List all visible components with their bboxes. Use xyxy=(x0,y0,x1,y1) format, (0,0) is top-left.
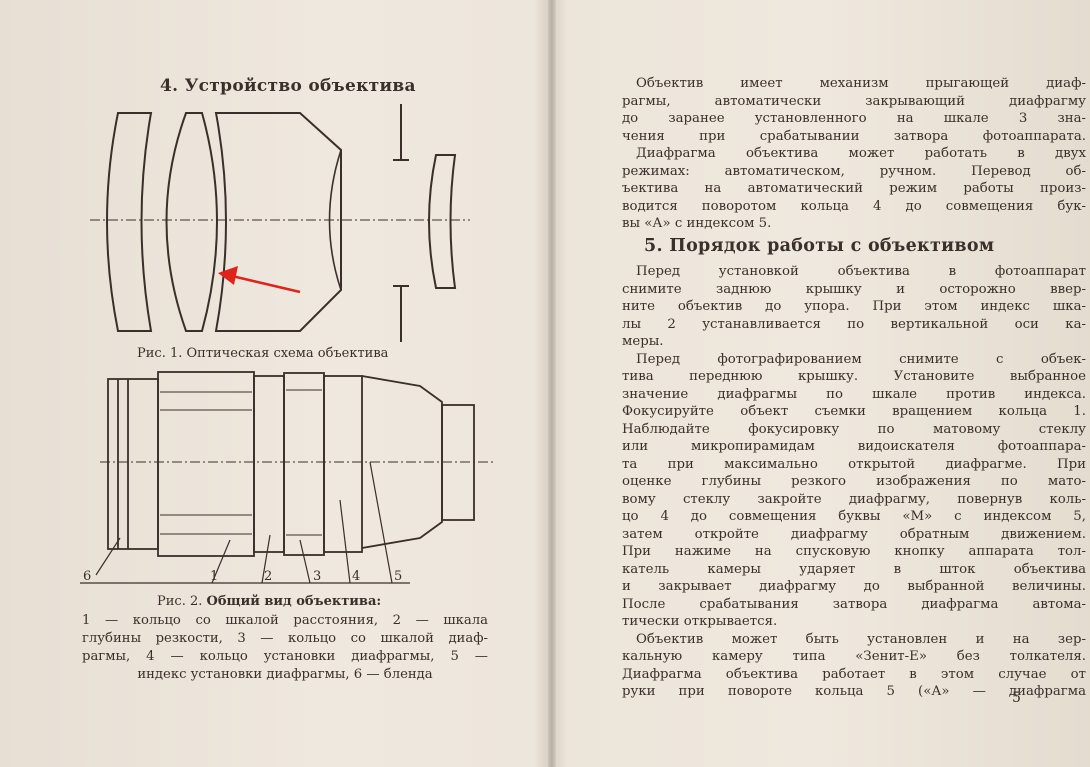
callout-1: 1 xyxy=(210,569,218,584)
setting-ring-shape xyxy=(323,375,363,553)
text-line: водится поворотом кольца 4 до совмещения… xyxy=(622,198,1086,214)
text-line: Диафрагма объектива работает в этом случ… xyxy=(622,666,1086,682)
text-line: Диафрагма объектива может работать в дву… xyxy=(636,146,1086,161)
text-line: руки при повороте кольца 5 («А» — диафра… xyxy=(622,684,1086,699)
text-line: чения при срабатывании затвора фотоаппар… xyxy=(622,128,1086,144)
book-gutter xyxy=(548,0,556,767)
text-line: Объектив может быть установлен и на зер- xyxy=(636,631,1086,647)
text-line: оценке глубины резкого изображения по ма… xyxy=(622,474,1086,489)
text-line: снимите заднюю крышку и осторожно ввер- xyxy=(622,281,1086,297)
text-line: до заранее установленного на шкале 3 зна… xyxy=(622,111,1086,126)
paragraph-2: Перед установкой объектива в фотоаппарат… xyxy=(622,263,1086,701)
aperture-ring-shape xyxy=(283,372,325,556)
callout-4: 4 xyxy=(352,569,360,584)
text-line: рагмы, автоматически закрывающий диафраг… xyxy=(622,93,1086,109)
text-line: или микропирамидам видоискателя фотоаппа… xyxy=(622,439,1086,454)
lens-element-2 xyxy=(165,112,218,332)
text-line: Объектив имеет механизм прыгающей диаф- xyxy=(636,76,1086,91)
text-line: цо 4 до совмещения буквы «М» с индексом … xyxy=(622,509,1086,524)
callout-3: 3 xyxy=(313,569,321,584)
text-line: ъектива на автоматический режим работы п… xyxy=(622,181,1086,196)
text-line: ните объектив до упора. При этом индекс … xyxy=(622,299,1086,314)
callout-5: 5 xyxy=(394,569,402,584)
left-page: 4. Устройство объектива xyxy=(80,76,495,684)
lens-general-view-figure: 6 1 2 3 4 5 xyxy=(80,371,495,584)
text-line: При нажиме на спусковую кнопку аппарата … xyxy=(622,544,1086,559)
text-line: вому стеклу закройте диафрагму, повернув… xyxy=(622,491,1086,507)
text-line: значение диафрагмы по шкале против индек… xyxy=(622,386,1086,402)
focus-ring-shape xyxy=(157,371,255,557)
lens-hood-shape xyxy=(107,378,159,550)
text-line: После срабатывания затвора диафрагма авт… xyxy=(622,596,1086,612)
text-line: и закрывает диафрагму до выбранной велич… xyxy=(622,579,1086,594)
optical-scheme-figure xyxy=(90,104,470,342)
lens-mount-shape xyxy=(441,404,475,521)
section-5-heading: 5. Порядок работы с объективом xyxy=(644,236,995,256)
text-line: тива переднюю крышку. Установите выбранн… xyxy=(622,369,1086,384)
lens-element-rear xyxy=(428,154,457,289)
legend-line: индекс установки диафрагмы, 6 — бленда xyxy=(137,667,433,682)
right-page: Объектив имеет механизм прыгающей диаф- … xyxy=(556,0,1090,767)
legend-line: глубины резкости, 3 — кольцо со шкалой д… xyxy=(82,631,488,646)
section-4-heading: 4. Устройство объектива xyxy=(160,76,416,96)
figure-2-legend: 1 — кольцо со шкалой расстояния, 2 — шка… xyxy=(82,612,488,684)
text-line: тически открывается. xyxy=(622,614,778,629)
callout-2: 2 xyxy=(264,569,272,584)
annotation-arrow xyxy=(218,266,301,294)
callout-6: 6 xyxy=(83,569,91,584)
figure-2-caption: Рис. 2. Общий вид объектива: xyxy=(157,594,381,609)
text-line: меры. xyxy=(622,334,664,349)
figure-2-caption-label: Рис. 2. xyxy=(157,594,203,609)
lens-element-1 xyxy=(106,112,153,332)
text-line: лы 2 устанавливается по вертикальной оси… xyxy=(622,316,1086,332)
figure-2-caption-text: Общий вид объектива: xyxy=(206,594,382,609)
text-line: та при максимально открытой диафрагме. П… xyxy=(622,456,1086,472)
figure-1-caption: Рис. 1. Оптическая схема объектива xyxy=(137,346,389,361)
text-line: Наблюдайте фокусировку по матовому стекл… xyxy=(622,421,1086,437)
text-line: катель камеры ударяет в шток объектива xyxy=(622,561,1086,577)
legend-line: рагмы, 4 — кольцо установки диафрагмы, 5… xyxy=(82,649,488,664)
text-line: режимах: автоматическом, ручном. Перевод… xyxy=(622,163,1086,179)
page-number: 5 xyxy=(1012,690,1021,706)
text-line: вы «А» с индексом 5. xyxy=(622,216,772,231)
text-line: кальную камеру типа «Зенит-Е» без толкат… xyxy=(622,649,1086,664)
paragraph-1: Объектив имеет механизм прыгающей диаф- … xyxy=(622,75,1086,233)
text-line: затем откройте диафрагму обратным движен… xyxy=(622,526,1086,542)
lens-group-3 xyxy=(214,112,342,332)
text-line: Перед установкой объектива в фотоаппарат xyxy=(636,264,1086,279)
text-line: Фокусируйте объект съемки вращением коль… xyxy=(622,404,1086,419)
text-line: Перед фотографированием снимите с объек- xyxy=(636,351,1086,367)
legend-line: 1 — кольцо со шкалой расстояния, 2 — шка… xyxy=(82,613,488,628)
